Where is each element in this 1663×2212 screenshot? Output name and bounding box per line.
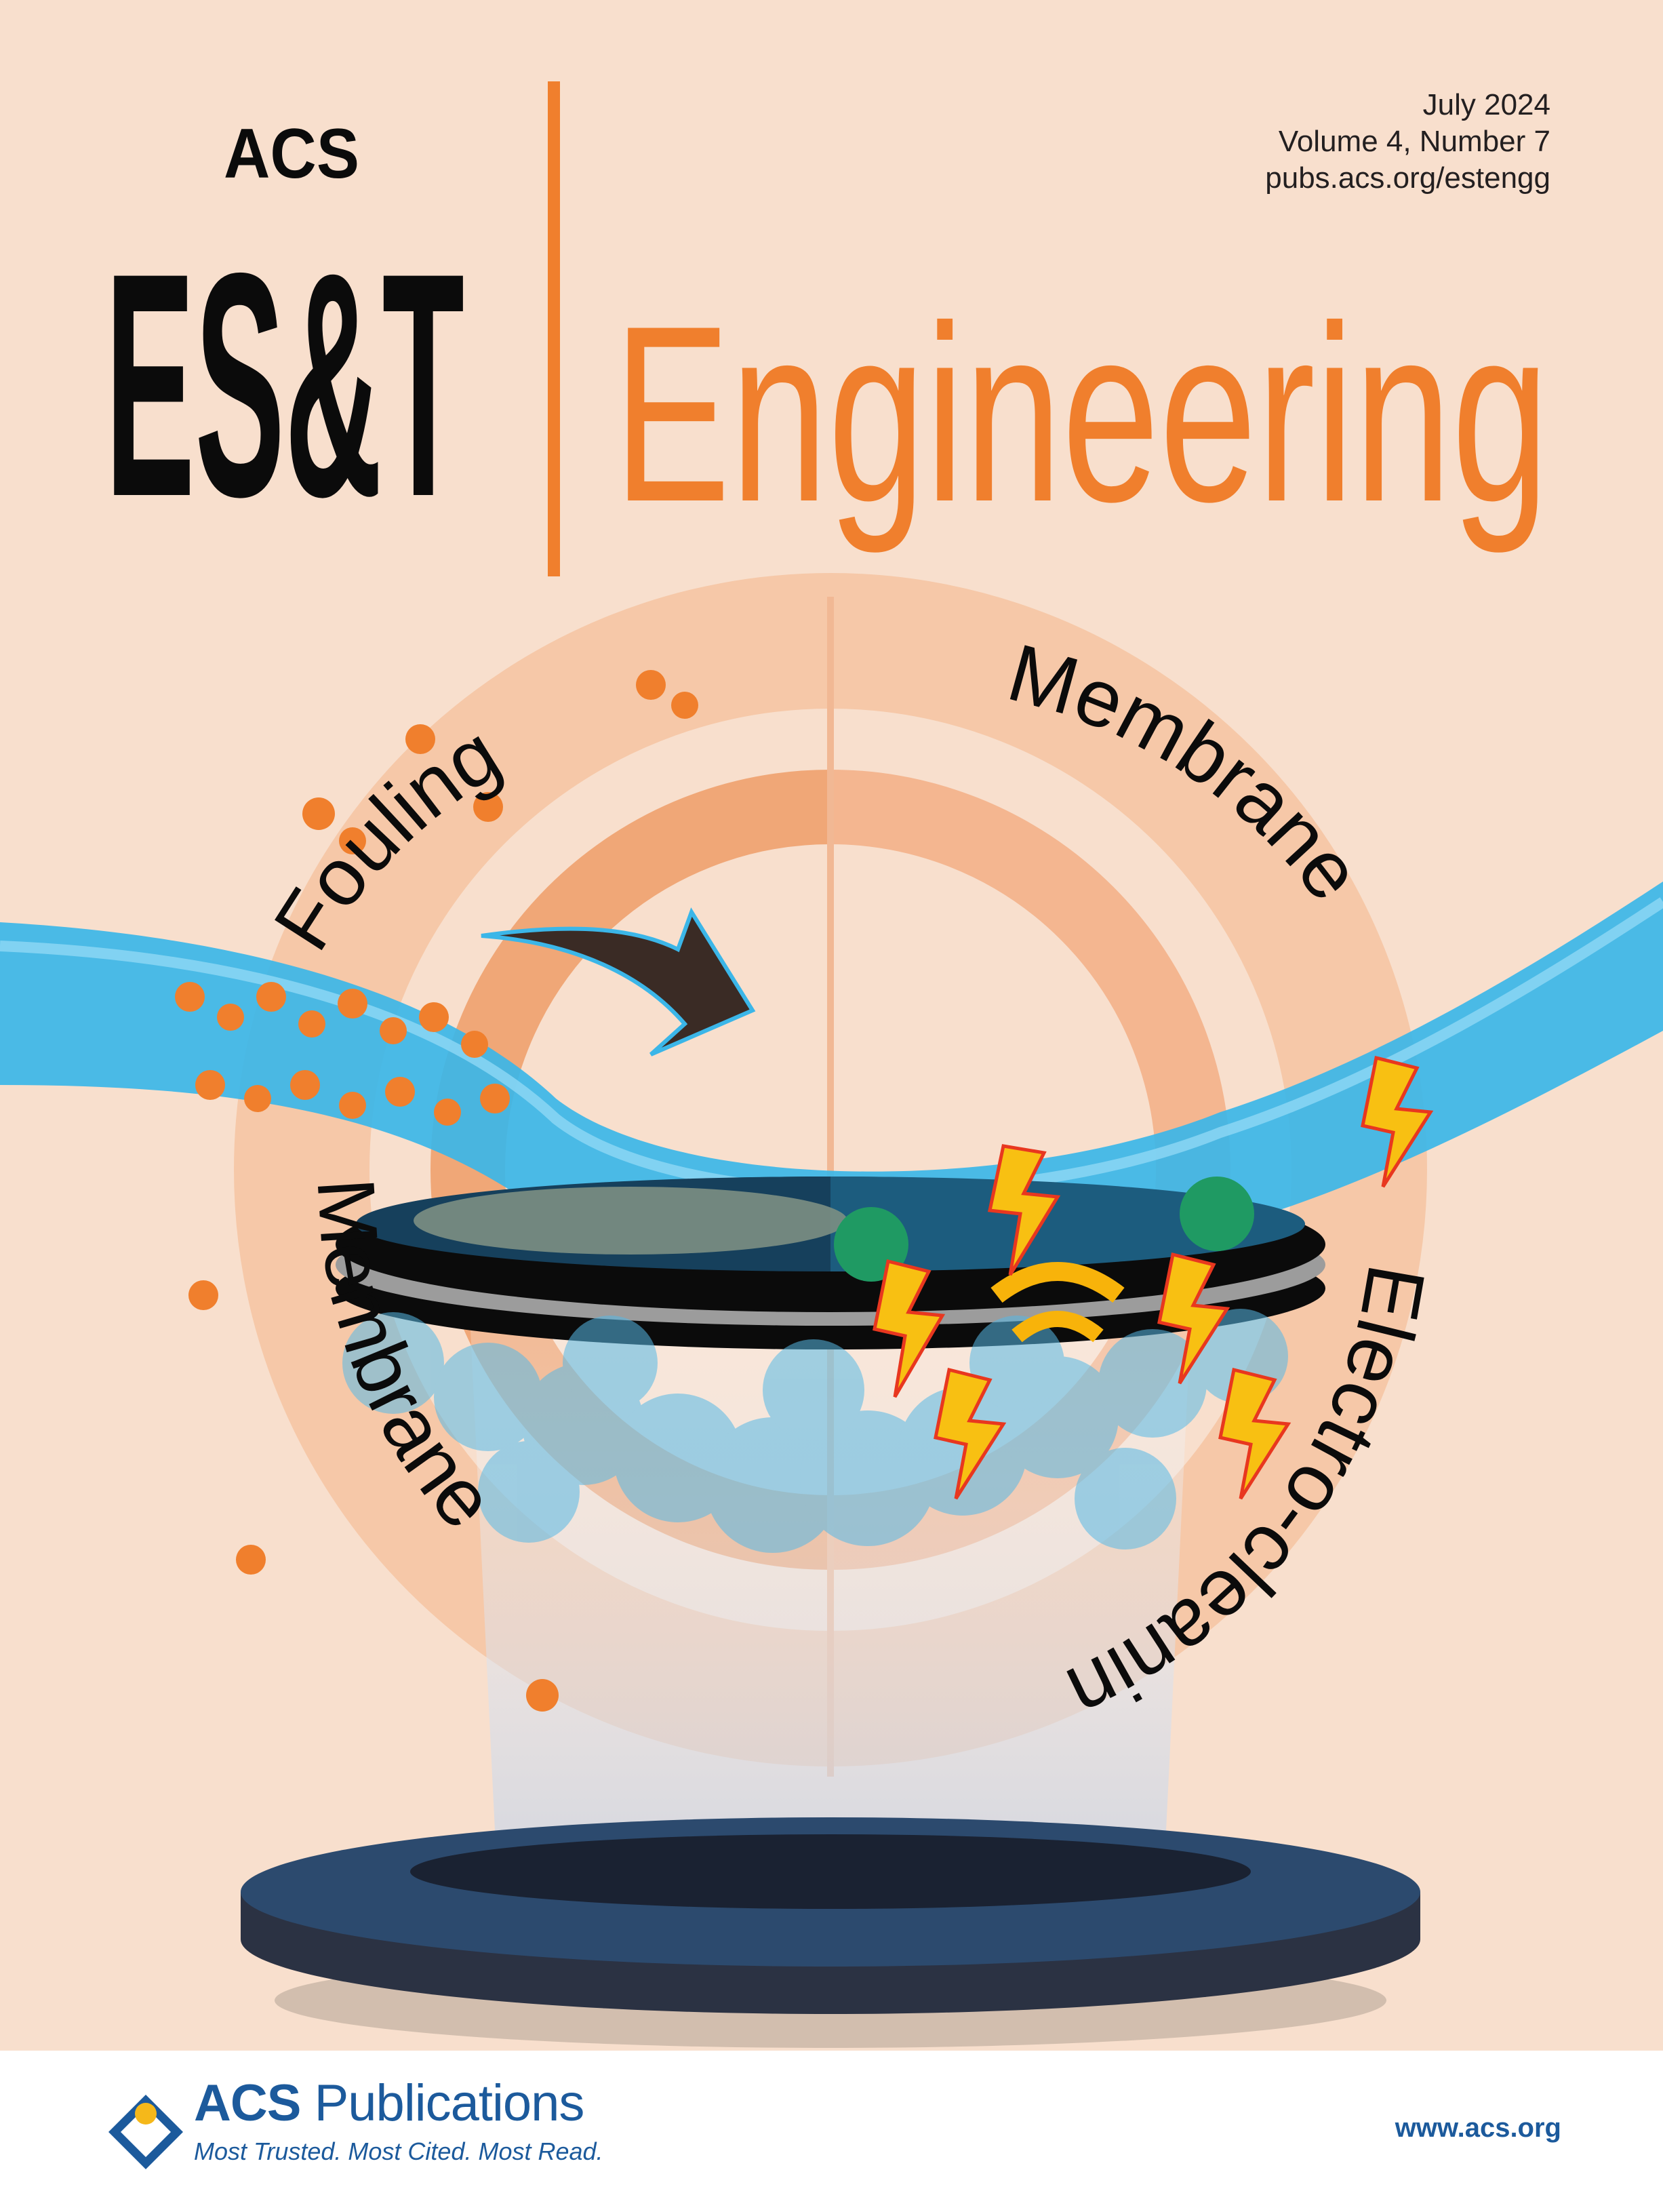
issue-date: July 2024 — [1422, 88, 1550, 121]
masthead-divider — [548, 81, 560, 576]
issue-volume: Volume 4, Number 7 — [1278, 125, 1550, 158]
signal-arc-outer — [990, 1262, 1125, 1303]
footer: ACS Publications Most Trusted. Most Cite… — [0, 2051, 1663, 2212]
footer-brand-acs: ACS — [194, 2074, 301, 2132]
cover-artwork: ACS ES&T Engineering — [0, 0, 1663, 2048]
issue-url[interactable]: pubs.acs.org/estengg — [1265, 161, 1550, 195]
masthead-journal: Engineering — [614, 274, 1549, 555]
footer-brand-publications: Publications — [314, 2074, 585, 2132]
permeate-bubbles — [342, 1309, 1288, 1553]
stand-hole — [410, 1834, 1251, 1909]
footer-tagline: Most Trusted. Most Cited. Most Read. — [194, 2137, 603, 2165]
foulant-particles — [175, 670, 698, 1712]
lightning-bolts — [873, 1055, 1434, 1500]
water-stream — [0, 882, 1663, 1265]
foulant-layer — [414, 1187, 847, 1255]
bubble-green-right — [1180, 1177, 1254, 1251]
signal-arc-inner — [1011, 1311, 1104, 1343]
process-arrow-icon — [481, 907, 756, 1056]
acs-logo-icon — [108, 2095, 183, 2169]
masthead-acs: ACS — [224, 115, 359, 193]
masthead-est: ES&T — [105, 207, 464, 563]
footer-website[interactable]: www.acs.org — [1395, 2113, 1561, 2143]
issue-info: July 2024 Volume 4, Number 7 pubs.acs.or… — [1265, 87, 1550, 197]
footer-brand: ACS Publications — [194, 2074, 584, 2133]
